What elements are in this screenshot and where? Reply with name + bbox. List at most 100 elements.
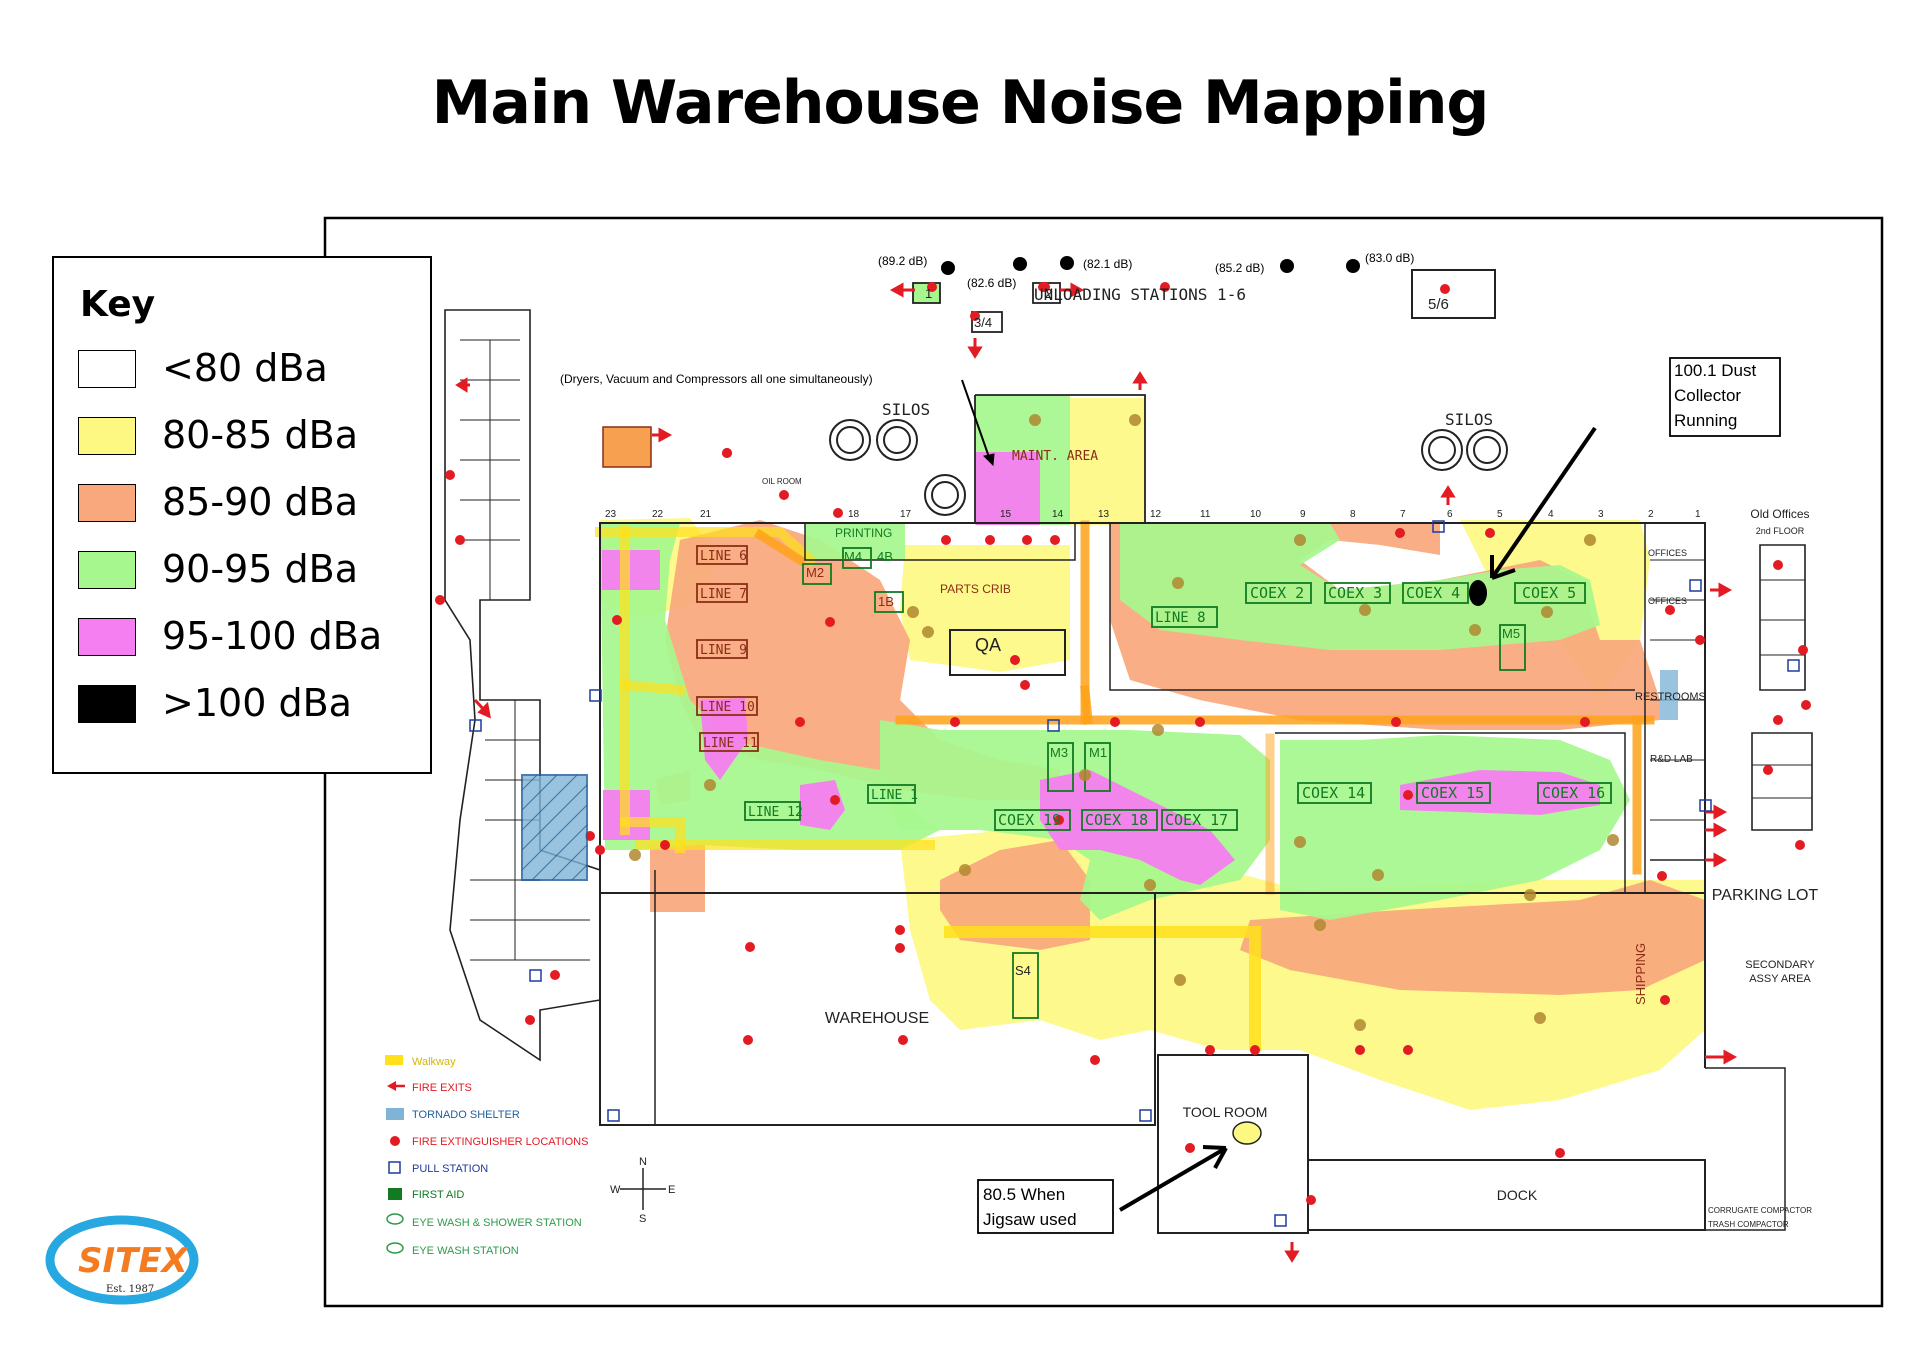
b1-label: 1B xyxy=(878,594,894,609)
column-number: 1 xyxy=(1695,509,1701,520)
compass-rose xyxy=(620,1168,666,1210)
silos-right: SILOS xyxy=(1445,410,1493,429)
compass-s: S xyxy=(639,1213,646,1225)
dock-label: DOCK xyxy=(1497,1187,1538,1203)
reading-points xyxy=(941,256,1487,606)
warehouse-label: WAREHOUSE xyxy=(825,1010,929,1027)
column-number: 14 xyxy=(1052,509,1064,520)
dust-collector-marker xyxy=(1469,580,1487,606)
column-number: 17 xyxy=(900,509,912,520)
reading-markers-olive xyxy=(629,414,1619,1031)
reading-83-0: (83.0 dB) xyxy=(1365,251,1414,265)
column-number: 12 xyxy=(1150,509,1162,520)
zone-85-90-left xyxy=(665,520,1060,800)
secondary-1: SECONDARY xyxy=(1745,959,1815,971)
reading-89-2: (89.2 dB) xyxy=(878,254,927,268)
key-swatch xyxy=(78,685,136,723)
unloading-label: UNLOADING STATIONS 1-6 xyxy=(1034,285,1246,304)
m1-label: M1 xyxy=(1089,745,1107,760)
key-swatch xyxy=(78,618,136,656)
coex-19: COEX 19 xyxy=(998,811,1061,829)
zone-95-100-line10 xyxy=(700,698,748,780)
column-number: 22 xyxy=(652,509,664,520)
key-label: 90-95 dBa xyxy=(162,547,358,591)
line-1: LINE 1 xyxy=(871,788,918,803)
coex-17: COEX 17 xyxy=(1165,811,1228,829)
coex-3: COEX 3 xyxy=(1328,584,1382,602)
legend-eye: EYE WASH STATION xyxy=(412,1245,519,1257)
printing-label: PRINTING xyxy=(835,526,892,540)
column-number: 11 xyxy=(1200,509,1211,520)
column-number: 9 xyxy=(1300,509,1306,520)
dust-note-2: Collector xyxy=(1674,386,1741,405)
tornado-shelter xyxy=(521,774,588,881)
rd-lab: R&D LAB xyxy=(1650,754,1693,765)
silos-left: SILOS xyxy=(882,400,930,419)
logo-ring xyxy=(45,1215,199,1305)
zone-95-100-line1 xyxy=(800,780,845,830)
dust-note-1: 100.1 Dust xyxy=(1674,361,1756,380)
line-boxes xyxy=(696,545,759,752)
m4-label: M4 xyxy=(844,549,862,564)
eye-swatch xyxy=(386,1242,404,1254)
line-7: LINE 7 xyxy=(700,587,747,602)
station-5-6: 5/6 xyxy=(1428,296,1449,313)
compass-w: W xyxy=(610,1184,621,1196)
dust-note-3: Running xyxy=(1674,411,1737,430)
key-swatch xyxy=(78,484,136,522)
zone-95-100-coex19 xyxy=(1040,770,1235,885)
line-12: LINE 12 xyxy=(748,805,803,820)
logo-wordmark: SITEX xyxy=(78,1241,190,1281)
column-number: 3 xyxy=(1598,509,1604,520)
coex-16: COEX 16 xyxy=(1542,784,1605,802)
legend-tornado: TORNADO SHELTER xyxy=(412,1109,520,1121)
first-aid-swatch xyxy=(388,1188,402,1200)
zone-90-95-coex-top xyxy=(1120,523,1600,650)
column-number: 4 xyxy=(1548,509,1554,520)
noise-zones xyxy=(600,395,1705,1110)
shipping-label: SHIPPING xyxy=(1633,943,1648,1005)
zone-95-100-nw xyxy=(602,550,660,590)
legend-extinguisher: FIRE EXTINGUISHER LOCATIONS xyxy=(412,1136,588,1148)
pull-swatch xyxy=(388,1161,401,1174)
zone-90-95-printing xyxy=(805,523,905,560)
m3-label: M3 xyxy=(1050,745,1068,760)
station-3-4: 3/4 xyxy=(974,315,992,330)
machine-boxes xyxy=(744,547,1612,1019)
qa-label: QA xyxy=(975,635,1001,655)
compass-letters: N S W E xyxy=(610,1156,675,1225)
jigsaw-marker xyxy=(1232,1121,1262,1145)
m2-label: M2 xyxy=(806,565,824,580)
fire-exit-swatch xyxy=(387,1081,396,1091)
tornado-hatch xyxy=(521,774,588,881)
column-number: 5 xyxy=(1497,509,1503,520)
column-number: 15 xyxy=(1000,509,1012,520)
line-6: LINE 6 xyxy=(700,549,747,564)
map-text: (89.2 dB) (82.6 dB) (82.1 dB) (85.2 dB) … xyxy=(560,251,1818,1229)
silos xyxy=(829,419,1508,516)
key-title: Key xyxy=(80,284,156,325)
legend-fire-exits: FIRE EXITS xyxy=(412,1082,472,1094)
key-swatch xyxy=(78,417,136,455)
legend-pull: PULL STATION xyxy=(412,1163,488,1175)
coex-18: COEX 18 xyxy=(1085,811,1148,829)
zone-85-90-bottom-left xyxy=(940,840,1090,950)
compass-n: N xyxy=(639,1156,647,1168)
b4-label: 4B xyxy=(877,549,893,564)
coex-5: COEX 5 xyxy=(1522,584,1576,602)
parking-label: PARKING LOT xyxy=(1712,887,1819,904)
dryers-note: (Dryers, Vacuum and Compressors all one … xyxy=(560,372,873,386)
offices-1: OFFICES xyxy=(1648,548,1687,558)
jigsaw-note-2: Jigsaw used xyxy=(983,1210,1077,1229)
corrugate: CORRUGATE COMPACTOR xyxy=(1708,1206,1812,1215)
pull-stations xyxy=(469,520,1800,1227)
legend-eye-shower: EYE WASH & SHOWER STATION xyxy=(412,1217,582,1229)
column-number: 21 xyxy=(700,509,712,520)
building-outlines xyxy=(444,269,1813,1234)
coex-15: COEX 15 xyxy=(1421,784,1484,802)
line-11: LINE 11 xyxy=(703,736,758,751)
key-label: >100 dBa xyxy=(162,681,352,725)
eye-shower-swatch xyxy=(386,1213,404,1225)
